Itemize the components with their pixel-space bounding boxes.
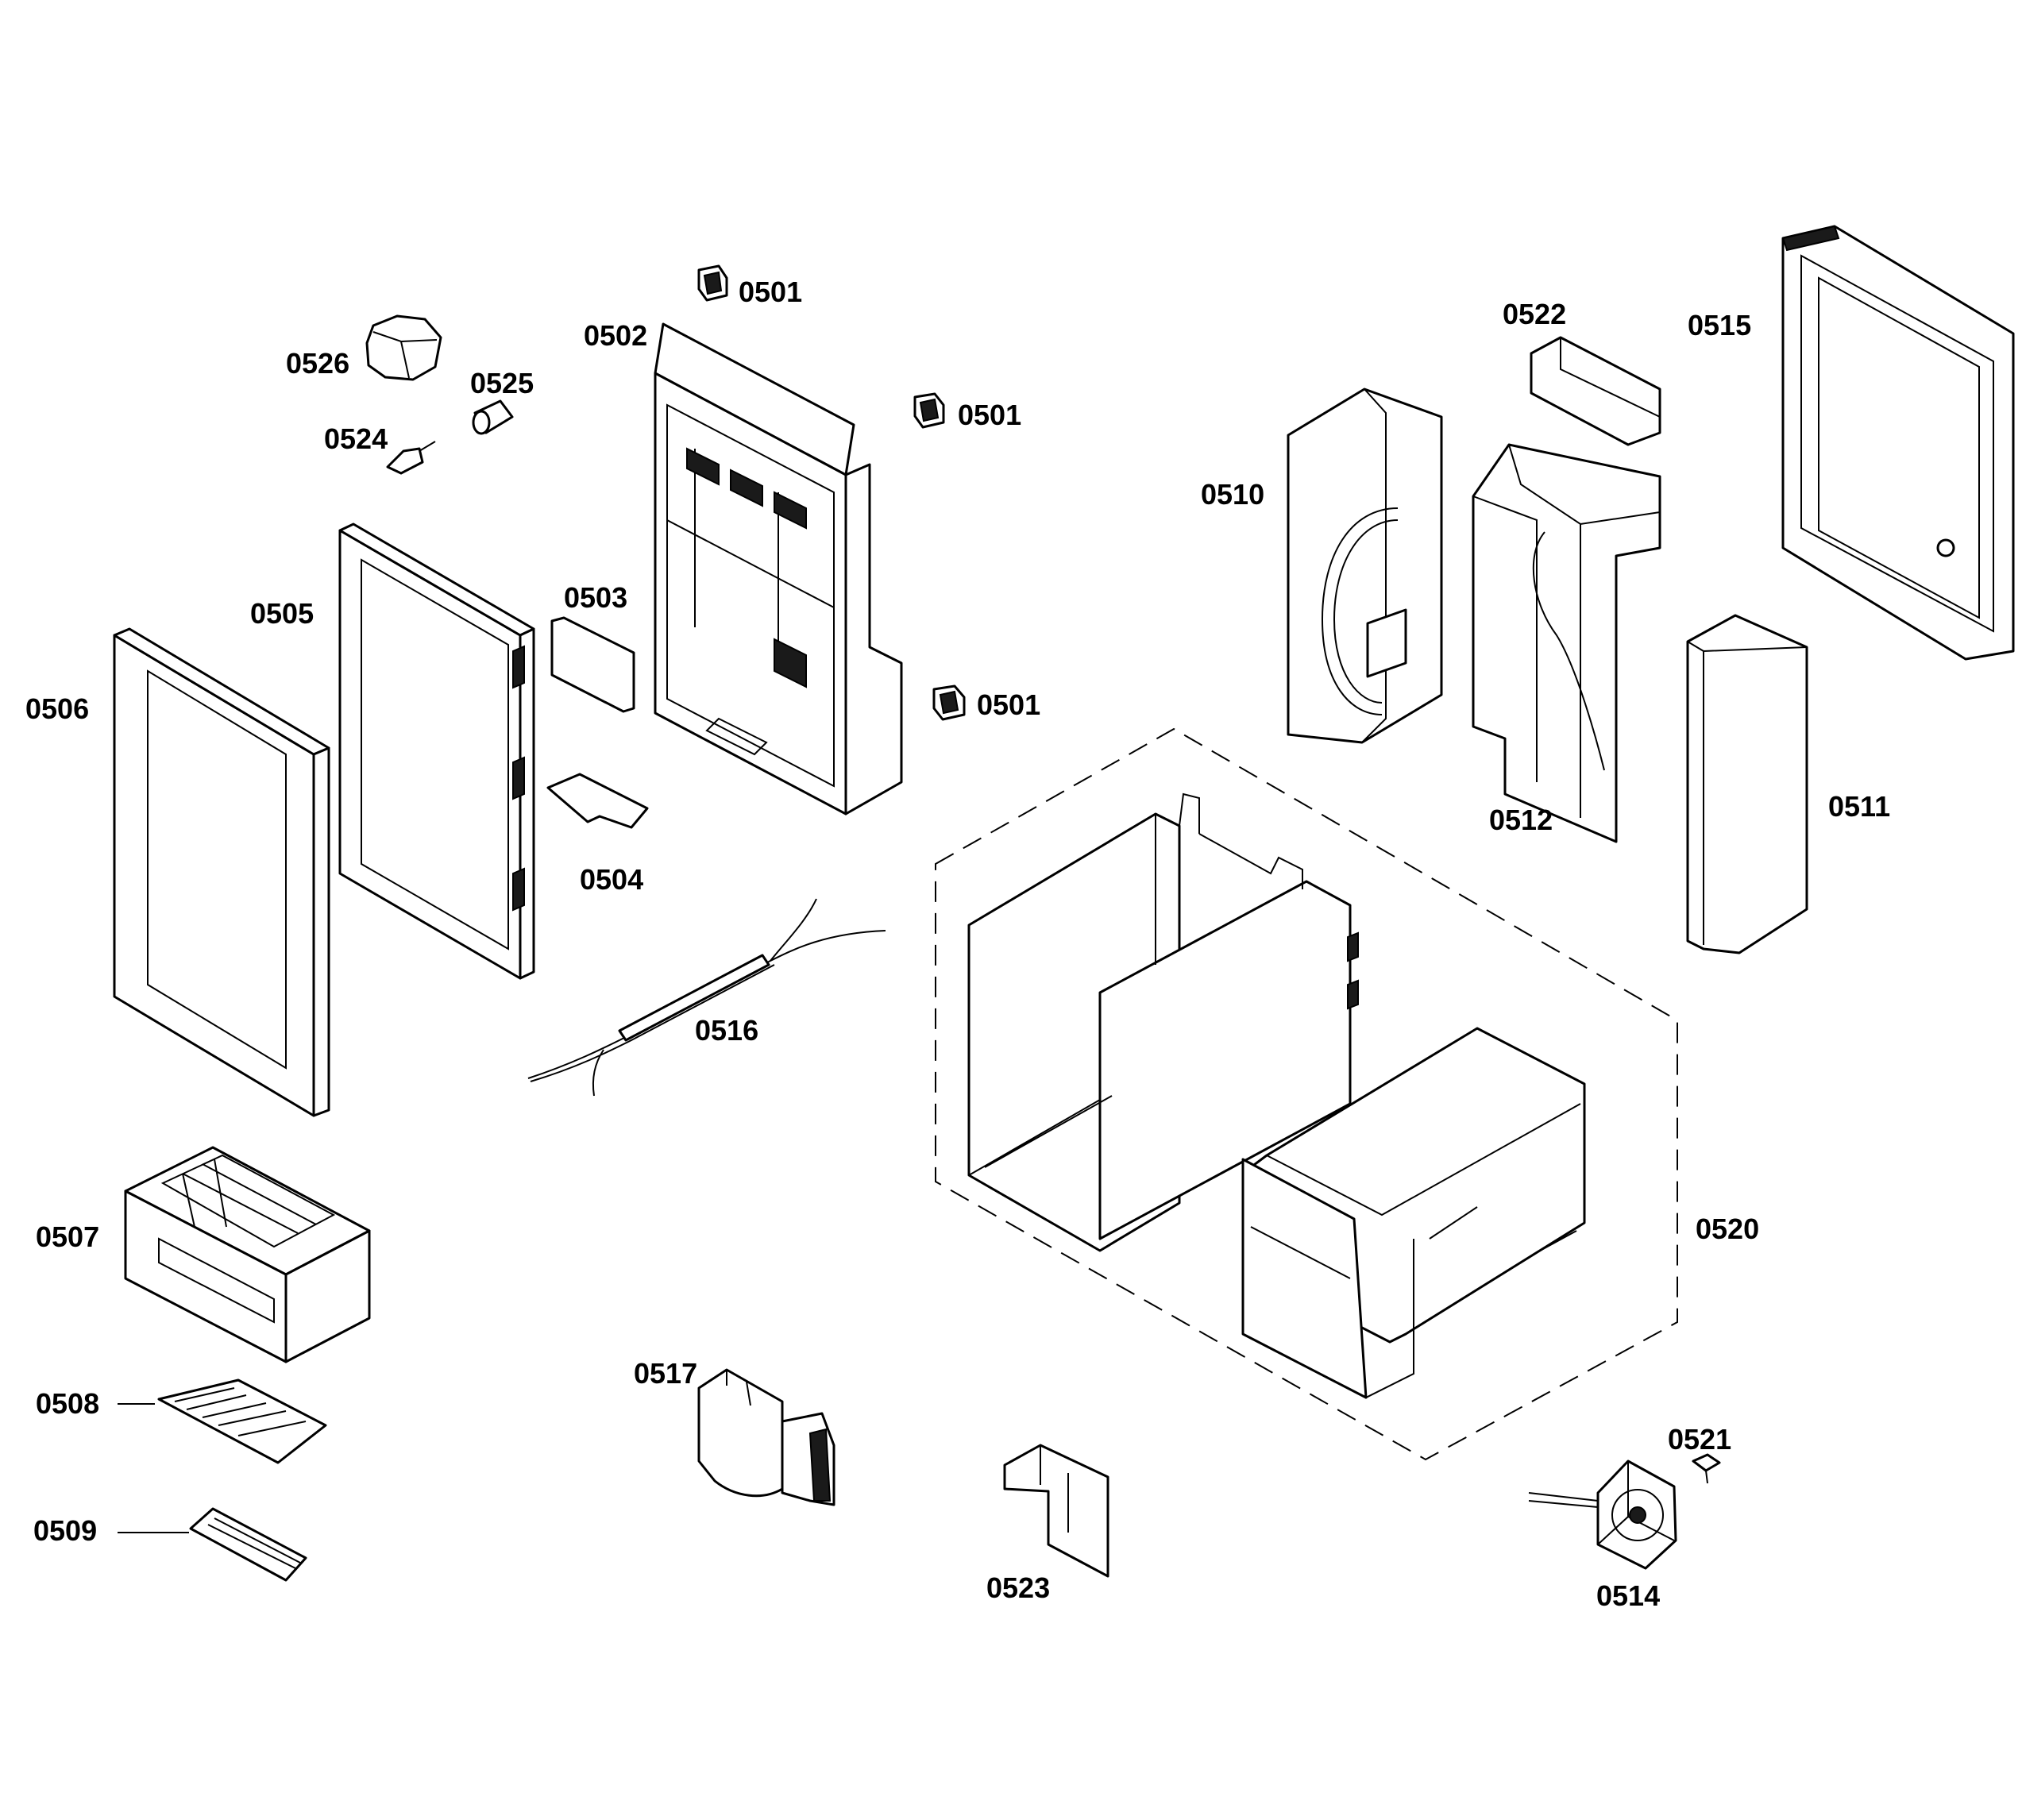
- part-0504-plate: [546, 773, 649, 829]
- part-0515-door-frame: [1781, 225, 2015, 661]
- label-0506: 0506: [25, 692, 89, 725]
- label-0511: 0511: [1828, 790, 1890, 823]
- label-0505: 0505: [250, 597, 314, 630]
- part-0501-clip-top: [697, 264, 728, 302]
- label-0510: 0510: [1201, 478, 1264, 511]
- label-0522: 0522: [1503, 298, 1566, 330]
- label-0501-middle: 0501: [958, 399, 1021, 431]
- label-0517: 0517: [634, 1357, 697, 1390]
- part-0523-bracket: [1003, 1444, 1109, 1578]
- label-0523: 0523: [986, 1571, 1050, 1604]
- label-0502: 0502: [584, 319, 647, 352]
- part-0512-ice-maker: [1472, 443, 1661, 843]
- label-0521: 0521: [1668, 1423, 1731, 1456]
- label-0504: 0504: [580, 863, 643, 896]
- part-0517-valve: [697, 1368, 835, 1506]
- label-0508: 0508: [36, 1387, 99, 1420]
- label-0503: 0503: [564, 581, 627, 614]
- part-0520-ice-bucket: [1241, 1027, 1586, 1399]
- part-0524-bulb: [386, 441, 436, 475]
- part-0501-clip-middle: [913, 392, 945, 429]
- part-0522-block: [1530, 336, 1661, 446]
- part-0507-cover: [124, 1146, 371, 1363]
- part-0514-fan: [1528, 1459, 1677, 1570]
- part-0505-panel: [338, 522, 535, 980]
- part-0502-housing: [654, 322, 903, 816]
- label-0525: 0525: [470, 367, 534, 399]
- part-0526-knob: [365, 314, 442, 381]
- label-0501-lower: 0501: [977, 688, 1040, 721]
- label-0516: 0516: [695, 1014, 758, 1047]
- label-0514: 0514: [1596, 1579, 1660, 1612]
- label-0526: 0526: [286, 347, 349, 380]
- label-0501-top: 0501: [739, 276, 802, 308]
- label-0512: 0512: [1489, 804, 1553, 836]
- part-0501-clip-lower: [932, 684, 966, 721]
- label-0524: 0524: [324, 422, 388, 455]
- label-0507: 0507: [36, 1220, 99, 1253]
- part-0508-tray: [118, 1378, 327, 1464]
- part-0509-grille: [118, 1507, 307, 1582]
- part-0516-wire-harness: [527, 898, 886, 1097]
- part-0520-bin-frame: [967, 792, 1359, 1252]
- part-0510-duct: [1287, 388, 1443, 744]
- group-0520-boundary: [935, 727, 1678, 1461]
- part-0506-frame: [113, 627, 330, 1117]
- part-0503-plate: [550, 616, 635, 713]
- label-0515: 0515: [1688, 309, 1751, 341]
- part-0511-side-panel: [1686, 614, 1808, 954]
- label-0520: 0520: [1696, 1213, 1759, 1245]
- part-0525-cylinder: [472, 399, 514, 435]
- label-0509: 0509: [33, 1514, 97, 1547]
- part-0521-screw: [1692, 1453, 1721, 1484]
